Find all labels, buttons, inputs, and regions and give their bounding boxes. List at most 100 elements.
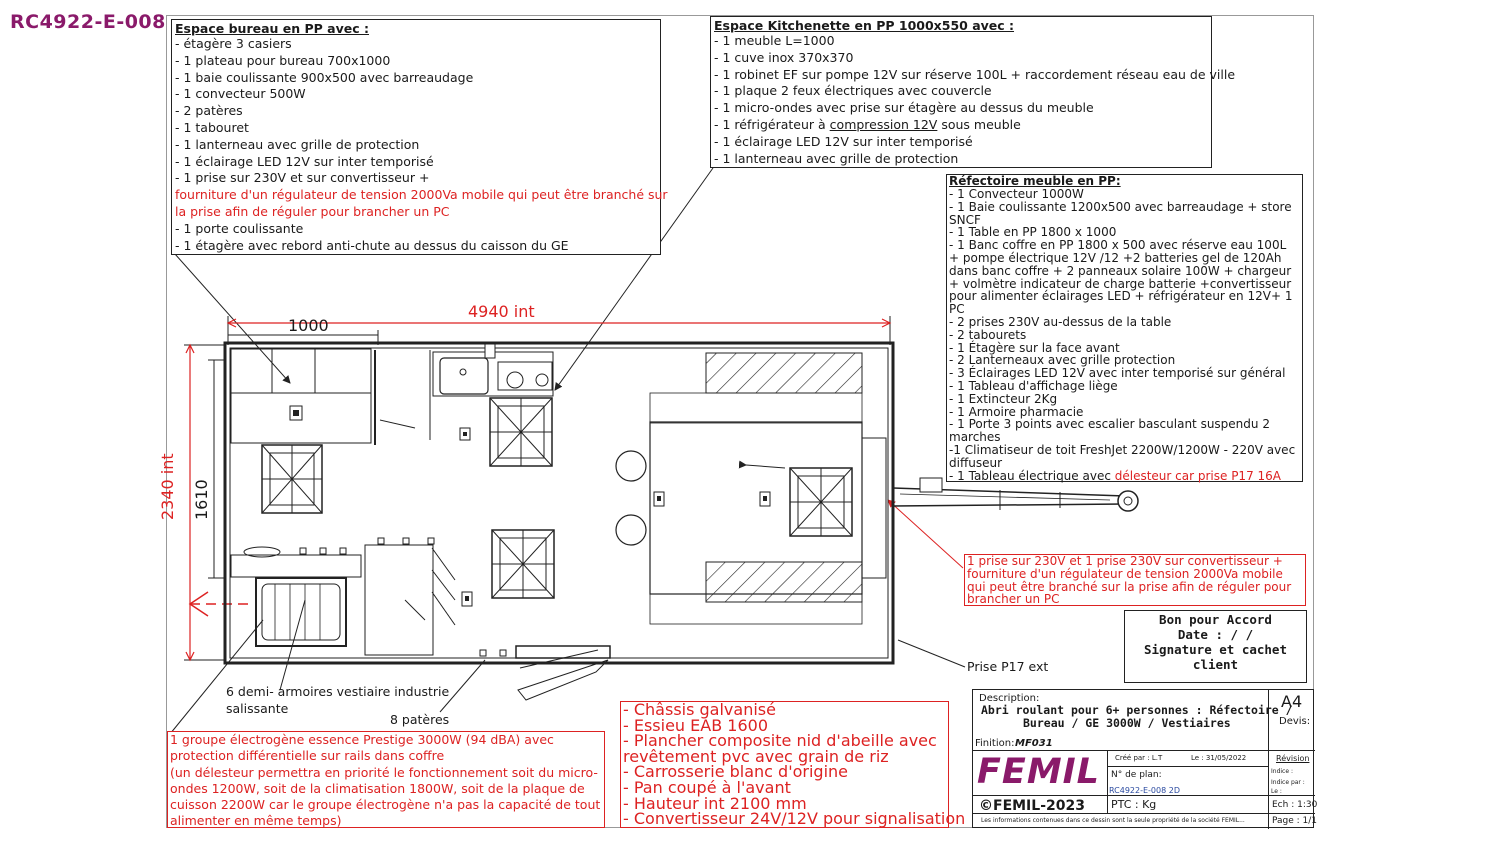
- bureau-item: - 1 plateau pour bureau 700x1000: [175, 52, 391, 68]
- document-reference: RC4922-E-008: [10, 11, 166, 33]
- refectoire-item: - 1 Convecteur 1000W: [949, 187, 1084, 201]
- refectoire-item: - 1 Table en PP 1800 x 1000: [949, 225, 1117, 240]
- dimension-2340: 2340 int: [158, 453, 177, 520]
- title-block: Description: Abri roulant pour 6+ person…: [972, 689, 1318, 829]
- ge-note-lines: 1 groupe électrogène essence Prestige 30…: [170, 732, 602, 830]
- indice-par-label: Indice par :: [1271, 779, 1305, 786]
- footer-note: Les informations contenues dans ce dessi…: [981, 817, 1245, 824]
- bureau-item: fourniture d'un régulateur de tension 20…: [175, 187, 668, 203]
- tb-divider-v3: [1107, 766, 1268, 767]
- echelle: Ech : 1:30: [1272, 800, 1318, 810]
- bureau-item: - 1 éclairage LED 12V sur inter temporis…: [175, 153, 434, 169]
- ge-note-line: cuisson 2200W car le groupe électrogène …: [170, 797, 601, 813]
- bureau-item: - 1 tabouret: [175, 119, 249, 135]
- tb-divider-v2: [1107, 750, 1108, 813]
- kitchen-fridge-item: - 1 réfrigérateur à compression 12V sous…: [714, 116, 1021, 132]
- bureau-item: - 1 porte coulissante: [175, 220, 304, 236]
- desc-label: Description:: [979, 693, 1040, 704]
- ge-note-line: 1 groupe électrogène essence Prestige 30…: [170, 732, 554, 747]
- refectoire-item: - 1 Baie coulissante 1200x500 avec barre…: [949, 199, 1292, 227]
- prise-note-text: 1 prise sur 230V et 1 prise 230V sur con…: [967, 554, 1292, 607]
- spec-line: - Châssis galvanisé: [623, 700, 776, 719]
- bureau-title: Espace bureau en PP avec :: [175, 21, 370, 36]
- cree-le: Le : 31/05/2022: [1191, 754, 1247, 762]
- bureau-item: - 1 convecteur 500W: [175, 86, 306, 102]
- accord-line-1: Bon pour Accord: [1159, 612, 1272, 627]
- refectoire-item: - 1 Porte 3 points avec escalier bascula…: [949, 417, 1270, 445]
- prise-note-box: 1 prise sur 230V et 1 prise 230V sur con…: [964, 554, 1306, 606]
- refectoire-item: - 1 Banc coffre en PP 1800 x 500 avec ré…: [949, 238, 1293, 317]
- bureau-item: - 1 lanterneau avec grille de protection: [175, 136, 420, 152]
- finition-value: MF031: [1015, 738, 1053, 749]
- kitchen-spec-box: Espace Kitchenette en PP 1000x550 avec :…: [710, 16, 1236, 168]
- bureau-items: - étagère 3 casiers- 1 plateau pour bure…: [175, 36, 668, 254]
- spec-line: - Plancher composite nid d'abeille avec: [623, 731, 937, 751]
- vestiaire-label-2: salissante: [226, 701, 289, 716]
- bureau-item: - 1 étagère avec rebord anti-chute au de…: [175, 237, 569, 253]
- plan-label: N° de plan:: [1111, 770, 1162, 780]
- kitchen-item: - 1 plaque 2 feux électriques avec couve…: [714, 83, 992, 99]
- pateres-label: 8 patères: [390, 712, 450, 727]
- prise-p17-label: Prise P17 ext: [967, 659, 1049, 674]
- dimension-1000: 1000: [288, 316, 329, 335]
- plan-number: RC4922-E-008 2D: [1109, 786, 1180, 795]
- ge-note-line: ondes 1200W, soit de la climatisation 18…: [170, 780, 585, 796]
- refectoire-item: - 2 tabourets: [949, 327, 1027, 342]
- refectoire-item: - 1 Armoire pharmacie: [949, 404, 1084, 419]
- femil-logo: FEMIL: [977, 752, 1100, 792]
- kitchen-item: - 1 lanterneau avec grille de protection: [714, 150, 959, 166]
- tb-divider-v: [1268, 690, 1269, 829]
- kitchen-item: - 1 cuve inox 370x370: [714, 49, 854, 65]
- bureau-spec-box: Espace bureau en PP avec : - étagère 3 c…: [171, 19, 668, 255]
- bureau-item: - étagère 3 casiers: [175, 36, 292, 51]
- refectoire-item: - 3 Éclairages LED 12V avec inter tempor…: [949, 366, 1286, 381]
- refectoire-title: Réfectoire meuble en PP:: [949, 174, 1121, 188]
- refectoire-spec-box: Réfectoire meuble en PP: - 1 Convecteur …: [946, 174, 1303, 482]
- accord-line-2: Date : / /: [1177, 627, 1254, 642]
- kitchen-item: - 1 éclairage LED 12V sur inter temporis…: [714, 133, 973, 149]
- le-label: Le :: [1271, 788, 1282, 795]
- kitchen-item: - 1 micro-ondes avec prise sur étagère a…: [714, 100, 1094, 116]
- refectoire-item: - 2 prises 230V au-dessus de la table: [949, 314, 1172, 329]
- spec-line: - Essieu EAB 1600: [623, 715, 768, 735]
- copyright: ©FEMIL-2023: [979, 798, 1085, 814]
- tb-divider-h2: [973, 795, 1315, 796]
- vestiaire-label: 6 demi- armoires vestiaire industrie: [226, 684, 450, 699]
- kitchen-item: - 1 meuble L=1000: [714, 33, 835, 48]
- bureau-item: - 2 patères: [175, 103, 243, 119]
- devis-label: Devis:: [1279, 716, 1311, 727]
- bureau-item: - 1 prise sur 230V et sur convertisseur …: [175, 170, 430, 186]
- indice-label: Indice :: [1271, 768, 1293, 775]
- refectoire-item: -1 Climatiseur de toit FreshJet 2200W/12…: [949, 442, 1296, 470]
- ge-note-line: alimenter en même temps): [170, 813, 342, 829]
- refectoire-last-item: - 1 Tableau électrique avec délesteur ca…: [949, 468, 1281, 483]
- ge-note-box: 1 groupe électrogène essence Prestige 30…: [167, 731, 605, 828]
- kitchen-item: - 1 robinet EF sur pompe 12V sur réserve…: [714, 66, 1236, 82]
- tb-divider-h3: [973, 813, 1315, 814]
- format: A4: [1281, 692, 1303, 711]
- finition-label: Finition:: [975, 738, 1015, 749]
- specs-lines: - Châssis galvanisé- Essieu EAB 1600- Pl…: [623, 700, 966, 829]
- refectoire-item: - 1 Étagère sur la face avant: [949, 340, 1120, 355]
- spec-line: - Carrosserie blanc d'origine: [623, 762, 848, 782]
- spec-line: - Convertisseur 24V/12V pour signalisati…: [623, 809, 966, 829]
- spec-line: - Hauteur int 2100 mm: [623, 793, 807, 813]
- dimension-4940: 4940 int: [468, 302, 535, 321]
- refectoire-item: - 2 Lanterneaux avec grille protection: [949, 353, 1176, 368]
- tb-divider-h1: [973, 750, 1315, 751]
- dimension-1610: 1610: [192, 479, 211, 520]
- cree-par: Créé par : L.T: [1115, 754, 1163, 762]
- ptc: PTC : Kg: [1111, 798, 1157, 811]
- spec-line: revêtement pvc avec grain de riz: [623, 746, 889, 766]
- spec-line: - Pan coupé à l'avant: [623, 777, 791, 797]
- accord-box: Bon pour Accord Date : / / Signature et …: [1124, 610, 1307, 683]
- refectoire-items: - 1 Convecteur 1000W- 1 Baie coulissante…: [949, 188, 1300, 470]
- ge-note-line: protection différentielle sur rails dans…: [170, 748, 445, 764]
- kitchen-title: Espace Kitchenette en PP 1000x550 avec :: [714, 18, 1015, 33]
- revision-label: Révision: [1276, 754, 1310, 763]
- refectoire-item: - 1 Tableau d'affichage liège: [949, 378, 1118, 393]
- accord-line-3: Signature et cachet client: [1144, 642, 1287, 672]
- bureau-item: la prise afin de réguler pour brancher u…: [175, 203, 450, 219]
- desc-line-2: Bureau / GE 3000W / Vestiaires: [1023, 716, 1231, 730]
